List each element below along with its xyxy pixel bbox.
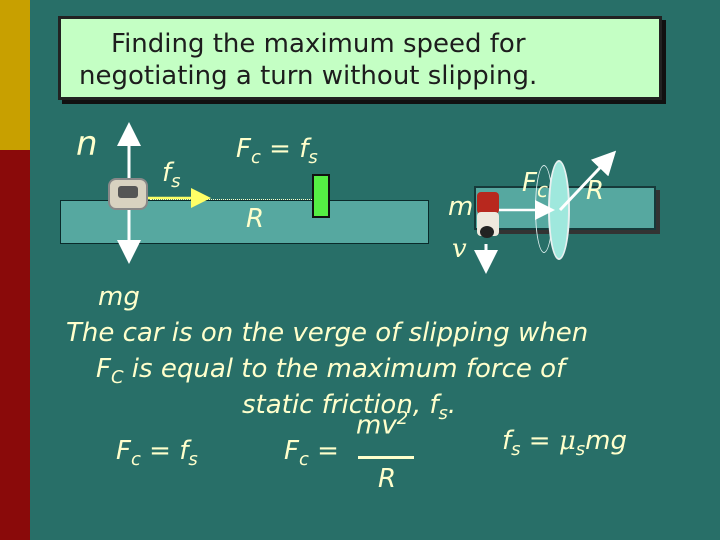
equation-fc-equals-fs: Fc = fs — [116, 436, 198, 471]
accent-strip-red — [0, 150, 30, 540]
body-text-line-1: The car is on the verge of slipping when — [66, 318, 589, 348]
equality-top: Fc = fs — [236, 134, 318, 169]
title-line-1: Finding the maximum speed for — [111, 29, 526, 59]
fraction-bar — [358, 456, 414, 459]
radius-label-left: R — [246, 204, 265, 234]
normal-force-label: n — [76, 124, 98, 164]
car-side-view-icon — [477, 192, 499, 238]
centripetal-force-label: Fc — [522, 168, 548, 203]
center-post — [312, 174, 330, 218]
radius-dotted-line — [150, 199, 312, 200]
body-text-line-2: FC is equal to the maximum force of — [96, 354, 566, 389]
equation-fs-max: fs = μsmg — [502, 426, 628, 461]
mass-label: m — [448, 192, 474, 222]
equation-fc-numerator: mv2 — [356, 408, 409, 441]
accent-strip-gold — [0, 0, 30, 150]
title-box: Finding the maximum speed for negotiatin… — [58, 16, 662, 100]
equation-fc-lhs: Fc = — [284, 436, 339, 471]
title-line-2: negotiating a turn without slipping. — [79, 61, 538, 91]
weight-label: mg — [98, 282, 140, 312]
velocity-label: v — [452, 234, 467, 264]
body-text-line-3: static friction, fs. — [242, 390, 457, 425]
friction-force-label: fs — [162, 158, 181, 193]
radius-arrow — [558, 150, 617, 212]
car-top-view-icon — [108, 178, 148, 210]
radius-label-right: R — [586, 176, 605, 206]
equation-fc-denominator: R — [378, 464, 397, 494]
